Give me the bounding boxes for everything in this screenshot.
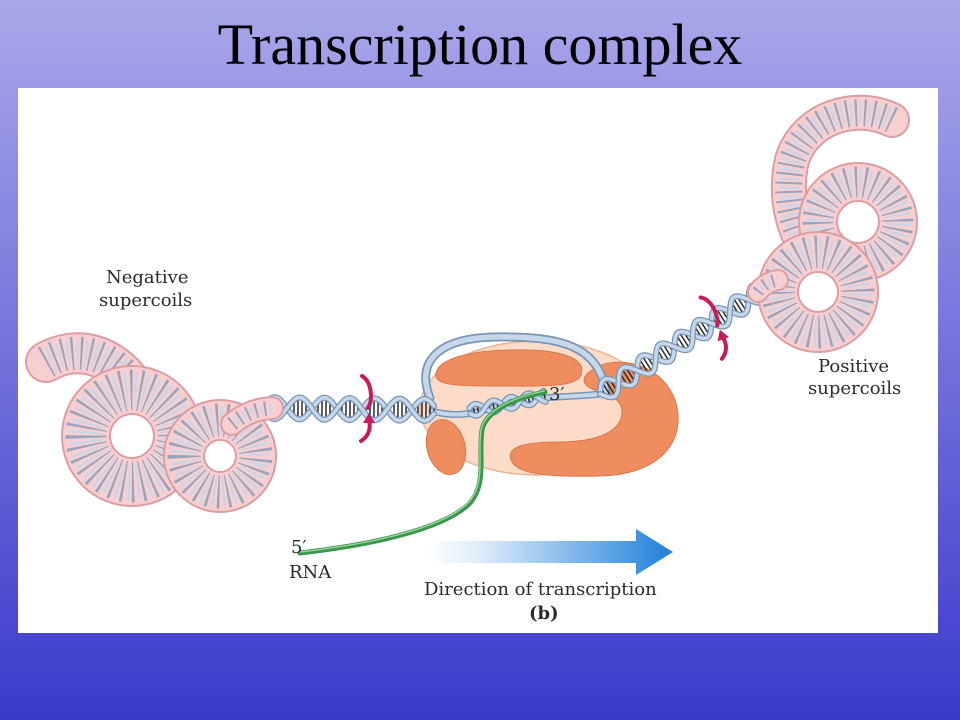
rotation-marker-downstream bbox=[698, 295, 729, 361]
positive-supercoils bbox=[747, 94, 919, 353]
panel-label: (b) bbox=[529, 603, 559, 624]
positive-supercoil-curl bbox=[770, 94, 910, 268]
rotation-arc-top bbox=[360, 374, 373, 410]
negative-supercoils bbox=[25, 332, 284, 513]
positive-supercoils-label-line1: Positive bbox=[818, 356, 889, 377]
supercoil-layer bbox=[25, 94, 919, 513]
rotation-marker-upstream bbox=[359, 374, 375, 443]
base-pair-rung bbox=[695, 320, 708, 339]
rna-label: RNA bbox=[289, 562, 332, 583]
rotation-arc-bottom bbox=[359, 418, 372, 443]
base-pair-rung bbox=[732, 297, 745, 315]
dna-strand-back bbox=[467, 389, 546, 414]
base-pair-rung bbox=[678, 331, 691, 350]
coding-strand bbox=[423, 334, 609, 401]
rotation-arrowhead bbox=[717, 329, 729, 342]
base-pair-rung bbox=[621, 368, 633, 386]
supercoil-helix-stripes bbox=[752, 273, 780, 296]
polymerase-left-subunit bbox=[425, 419, 467, 475]
rotation-arc-top bbox=[698, 295, 720, 328]
transcription-complex-diagram: Negative supercoils Positive supercoils … bbox=[25, 94, 919, 624]
rna-3-prime-label: 3′ bbox=[549, 384, 565, 405]
positive-supercoil-entry bbox=[747, 269, 789, 303]
dna-strand-back bbox=[260, 395, 436, 423]
supercoil-helix-highlight bbox=[778, 102, 897, 256]
supercoil-helix-stripes bbox=[65, 369, 199, 503]
negative-supercoil-loop-1 bbox=[61, 365, 204, 507]
positive-supercoils-label-line2: supercoils bbox=[808, 378, 901, 399]
base-pair-rung bbox=[715, 307, 728, 326]
rna-strand bbox=[297, 389, 548, 556]
direction-of-transcription-label: Direction of transcription bbox=[424, 579, 657, 600]
dna-duplex-upstream bbox=[259, 394, 437, 424]
supercoil-tube bbox=[222, 398, 282, 434]
diagram-labels: Negative supercoils Positive supercoils … bbox=[99, 267, 901, 624]
rna-5-prime-label: 5′ bbox=[291, 537, 307, 558]
rna-strand-highlight bbox=[299, 390, 545, 553]
base-pair-rung bbox=[604, 378, 617, 397]
rna-transcript bbox=[297, 389, 548, 556]
dna-strand-back bbox=[598, 282, 773, 396]
supercoil-helix-stripes bbox=[167, 403, 273, 509]
polymerase-top-subunit bbox=[435, 349, 583, 387]
slide-title: Transcription complex bbox=[217, 12, 743, 77]
negative-supercoils-label-line1: Negative bbox=[106, 267, 188, 288]
dna-strand-front bbox=[598, 282, 770, 400]
rotation-arrowhead bbox=[363, 413, 375, 423]
rotation-arc-bottom bbox=[719, 334, 728, 361]
dna-duplex-downstream bbox=[597, 281, 774, 401]
base-pair-rung bbox=[658, 344, 671, 363]
negative-supercoils-label-line2: supercoils bbox=[99, 290, 192, 311]
diagram-panel: Negative supercoils Positive supercoils … bbox=[18, 88, 938, 633]
negative-supercoil-loop-2 bbox=[163, 399, 278, 513]
transcription-direction-arrow bbox=[428, 529, 673, 575]
rna-polymerase bbox=[419, 340, 679, 477]
positive-supercoil-loop-lower bbox=[757, 231, 880, 353]
supercoil-tube bbox=[759, 233, 878, 351]
negative-supercoil-exit bbox=[220, 396, 284, 436]
dna-strand-front bbox=[260, 395, 436, 423]
base-pair-rung bbox=[641, 355, 654, 373]
